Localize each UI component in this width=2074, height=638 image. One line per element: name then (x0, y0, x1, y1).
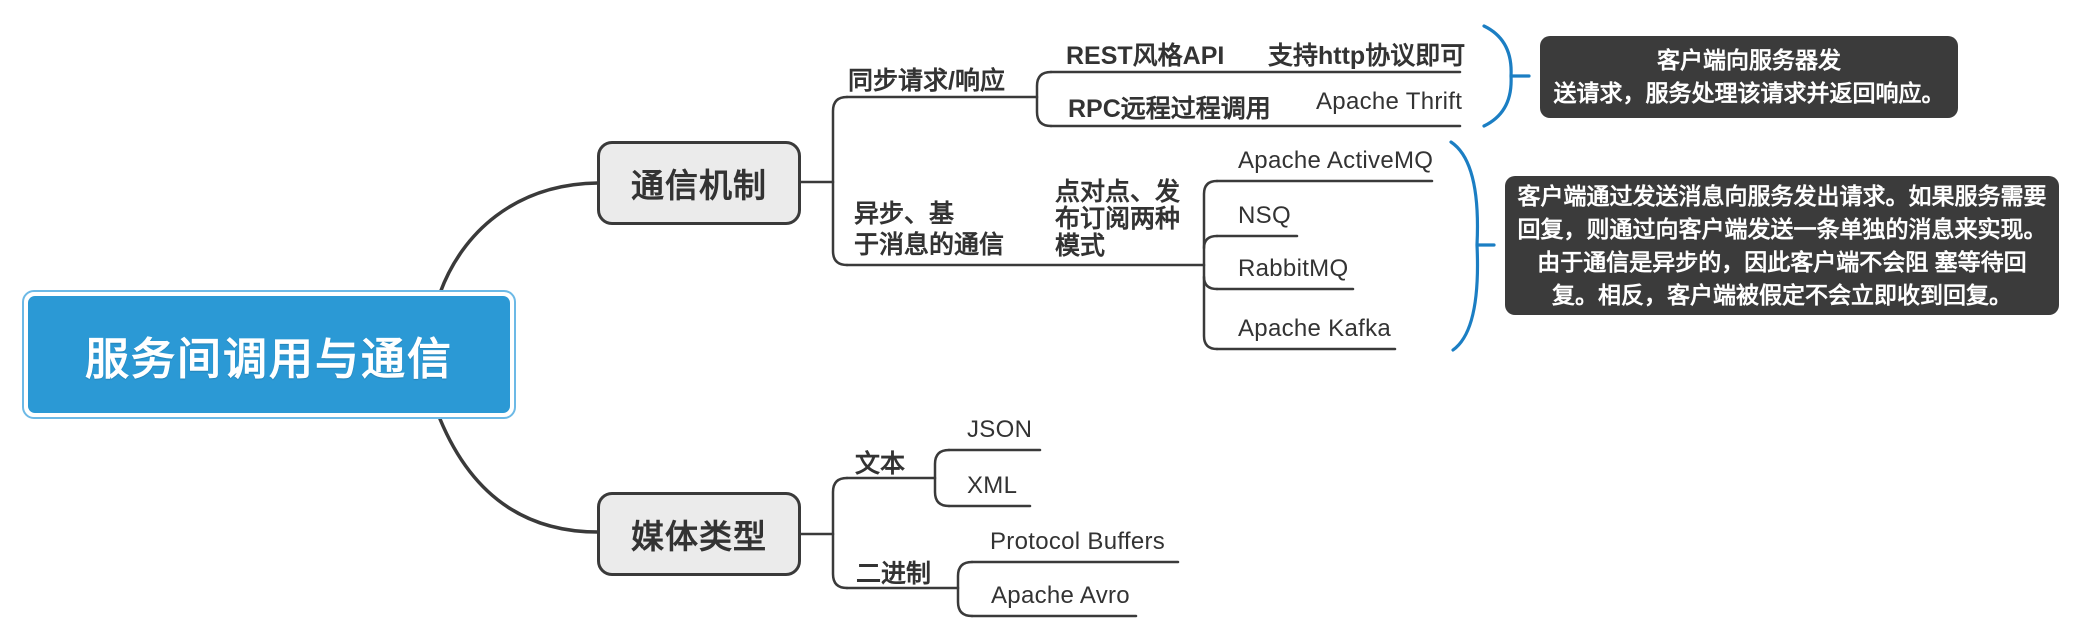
root-topic-label: 服务间调用与通信 (85, 334, 453, 384)
brace-async-summary (1449, 140, 1496, 352)
topic-json[interactable]: JSON (967, 416, 1033, 443)
topic-media-type[interactable]: 媒体类型 (597, 492, 801, 576)
topic-binary[interactable]: 二进制 (856, 560, 932, 588)
topic-async-messaging[interactable]: 异步、基 于消息的通信 (854, 200, 1005, 259)
bracket-sync-children (1035, 70, 1053, 128)
topic-communication-mechanism[interactable]: 通信机制 (597, 141, 801, 225)
topic-nsq[interactable]: NSQ (1238, 202, 1291, 229)
topic-rest-api[interactable]: REST风格API (1066, 42, 1225, 70)
bracket-mq-children (1202, 179, 1219, 351)
topic-rabbitmq[interactable]: RabbitMQ (1238, 255, 1349, 282)
bracket-binary-children (956, 560, 974, 618)
topic-http-support[interactable]: 支持http协议即可 (1268, 42, 1466, 70)
topic-protocol-buffers[interactable]: Protocol Buffers (990, 528, 1166, 555)
topic-text[interactable]: 文本 (855, 450, 906, 478)
bracket-comm-children (831, 95, 849, 267)
brace-sync-summary (1482, 24, 1531, 128)
topic-xml[interactable]: XML (967, 472, 1018, 499)
corner-nsq (1202, 234, 1219, 250)
topic-p2p-pubsub-modes[interactable]: 点对点、发 布订阅两种 模式 (1055, 178, 1181, 260)
topic-communication-mechanism-label: 通信机制 (631, 167, 767, 204)
root-topic-fill: 服务间调用与通信 (28, 296, 510, 413)
topic-apache-thrift[interactable]: Apache Thrift (1316, 88, 1463, 115)
summary-note-sync[interactable]: 客户端向服务器发 送请求，服务处理该请求并返回响应。 (1540, 36, 1958, 118)
root-branch-curves (438, 181, 600, 534)
corner-rabbitmq (1202, 275, 1219, 291)
topic-apache-avro[interactable]: Apache Avro (991, 582, 1130, 609)
topic-rpc[interactable]: RPC远程过程调用 (1068, 95, 1271, 123)
branch-connectors (799, 70, 1462, 618)
topic-media-type-label: 媒体类型 (631, 518, 767, 555)
summary-note-async[interactable]: 客户端通过发送消息向服务发出请求。如果服务需要 回复，则通过向客户端发送一条单独… (1505, 176, 2059, 315)
curve-root-to-comm (438, 181, 600, 295)
bracket-media-children (831, 476, 849, 590)
topic-sync-request-response[interactable]: 同步请求/响应 (848, 67, 1005, 95)
curve-root-to-media (438, 417, 600, 534)
topic-apache-kafka[interactable]: Apache Kafka (1238, 315, 1392, 342)
topic-apache-activemq[interactable]: Apache ActiveMQ (1238, 147, 1434, 174)
summary-braces (1449, 24, 1531, 352)
bracket-text-children (933, 448, 951, 508)
root-topic[interactable]: 服务间调用与通信 (22, 290, 516, 419)
